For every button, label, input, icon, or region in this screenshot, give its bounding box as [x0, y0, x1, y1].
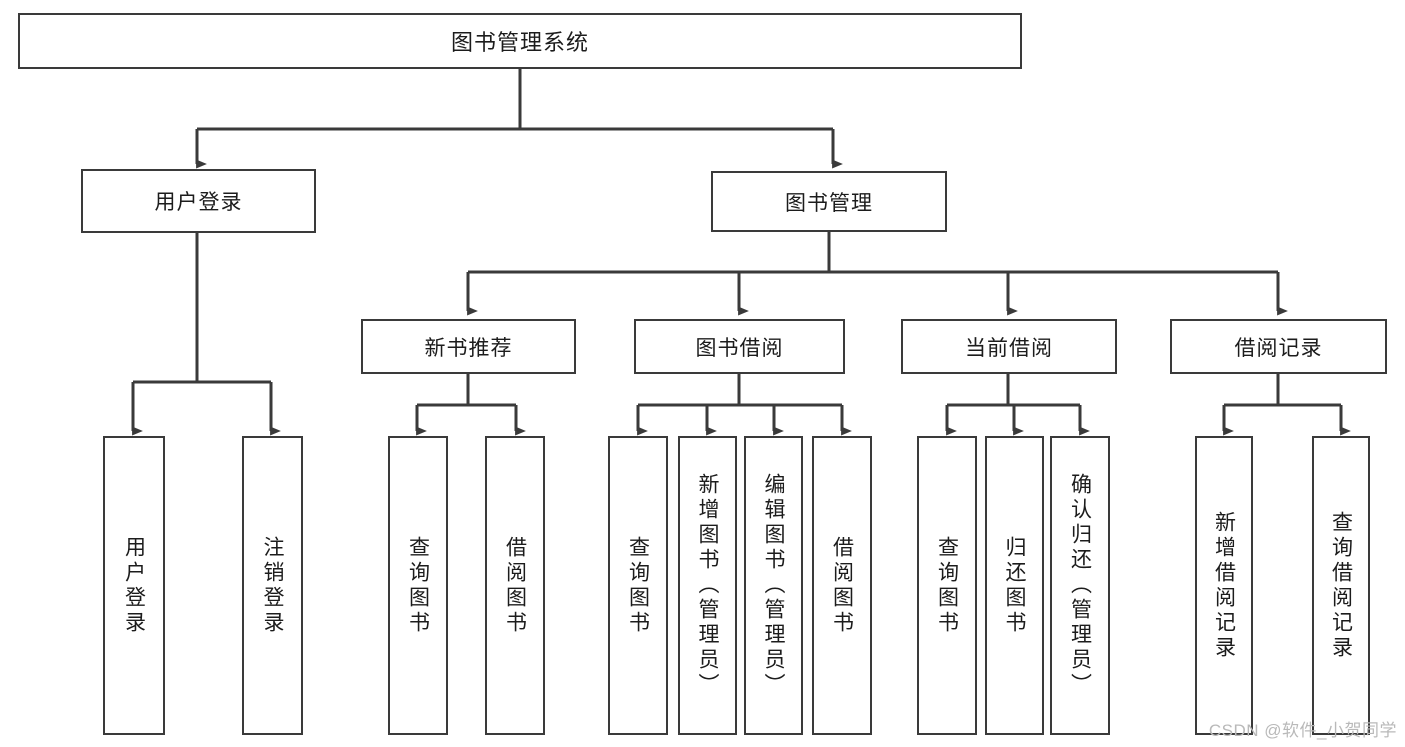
node-leaf-user-logout-label: 注销登录 — [261, 535, 284, 636]
node-leaf-confirm-return[interactable]: 确认归还（管理员） — [1050, 436, 1110, 735]
node-leaf-return-book[interactable]: 归还图书 — [985, 436, 1044, 735]
node-user-login-label: 用户登录 — [154, 191, 243, 214]
node-new-book-recommend-label: 新书推荐 — [424, 336, 513, 360]
node-user-login[interactable]: 用户登录 — [81, 169, 316, 233]
node-leaf-borrow-book-1[interactable]: 借阅图书 — [485, 436, 545, 735]
node-leaf-add-book-label: 新增图书（管理员） — [696, 473, 719, 698]
node-leaf-query-book-2-label: 查询图书 — [626, 535, 650, 636]
node-new-book-recommend[interactable]: 新书推荐 — [361, 319, 576, 374]
node-leaf-return-book-label: 归还图书 — [1003, 535, 1026, 636]
node-leaf-user-logout[interactable]: 注销登录 — [242, 436, 303, 735]
node-leaf-add-record-label: 新增借阅记录 — [1212, 510, 1236, 661]
node-root-system-label: 图书管理系统 — [450, 30, 589, 55]
node-book-manage[interactable]: 图书管理 — [711, 171, 947, 232]
node-leaf-confirm-return-label: 确认归还（管理员） — [1068, 473, 1092, 698]
node-leaf-query-record[interactable]: 查询借阅记录 — [1312, 436, 1370, 735]
watermark-text: CSDN @软件_小贺同学 — [1208, 721, 1397, 740]
node-leaf-query-book-3-label: 查询图书 — [935, 535, 959, 636]
node-current-borrow-label: 当前借阅 — [965, 336, 1053, 360]
node-leaf-user-login-label: 用户登录 — [122, 535, 146, 636]
node-leaf-borrow-book-1-label: 借阅图书 — [503, 535, 527, 636]
node-leaf-edit-book-label: 编辑图书（管理员） — [762, 473, 785, 698]
node-leaf-query-book-3[interactable]: 查询图书 — [917, 436, 977, 735]
node-root-system[interactable]: 图书管理系统 — [18, 13, 1022, 69]
node-leaf-add-record[interactable]: 新增借阅记录 — [1195, 436, 1253, 735]
node-leaf-query-record-label: 查询借阅记录 — [1329, 510, 1353, 661]
node-leaf-query-book-2[interactable]: 查询图书 — [608, 436, 668, 735]
node-leaf-borrow-book-2[interactable]: 借阅图书 — [812, 436, 872, 735]
node-borrow-record-label: 借阅记录 — [1234, 336, 1323, 360]
node-leaf-user-login[interactable]: 用户登录 — [103, 436, 165, 735]
node-leaf-query-book-1[interactable]: 查询图书 — [388, 436, 448, 735]
node-leaf-edit-book[interactable]: 编辑图书（管理员） — [744, 436, 803, 735]
node-current-borrow[interactable]: 当前借阅 — [901, 319, 1117, 374]
node-leaf-query-book-1-label: 查询图书 — [406, 535, 430, 636]
node-book-manage-label: 图书管理 — [785, 191, 873, 215]
node-leaf-add-book[interactable]: 新增图书（管理员） — [678, 436, 737, 735]
node-borrow-record[interactable]: 借阅记录 — [1170, 319, 1387, 374]
node-leaf-borrow-book-2-label: 借阅图书 — [830, 535, 854, 636]
node-book-borrow[interactable]: 图书借阅 — [634, 319, 845, 374]
node-book-borrow-label: 图书借阅 — [695, 336, 784, 360]
